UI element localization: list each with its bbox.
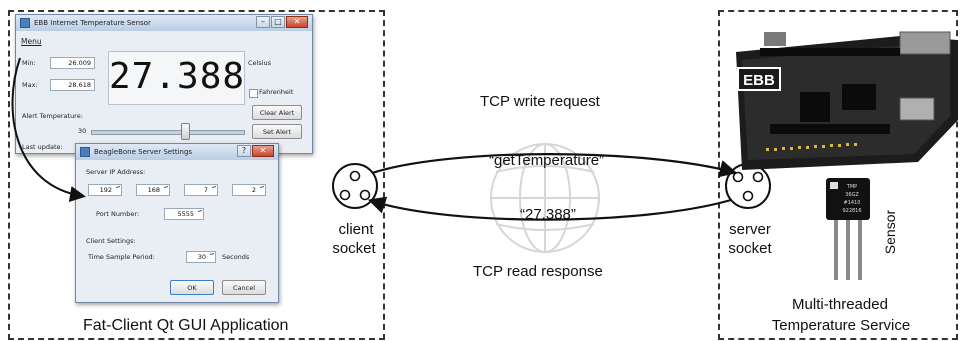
fahrenheit-checkbox[interactable] xyxy=(249,89,258,98)
ok-button[interactable]: OK xyxy=(170,280,214,295)
cancel-button[interactable]: Cancel xyxy=(222,280,266,295)
sensor-chip-line-3: #1410 xyxy=(844,200,861,206)
help-icon[interactable]: ? xyxy=(237,145,251,157)
main-window-titlebar[interactable]: EBB Internet Temperature Sensor – □ ✕ xyxy=(16,15,312,31)
units-label: Celsius xyxy=(248,59,272,67)
server-ip-label: Server IP Address: xyxy=(86,168,146,176)
client-settings-label: Client Settings: xyxy=(86,237,136,245)
fahrenheit-label: Fahrenheit xyxy=(259,88,294,96)
app-icon xyxy=(20,18,30,28)
alert-temperature-label: Alert Temperature: xyxy=(22,112,83,120)
clear-alert-button[interactable]: Clear Alert xyxy=(252,105,302,120)
sensor-chip-line-1: TMP xyxy=(846,184,857,190)
ip-octet-4[interactable]: 2 xyxy=(232,184,266,196)
board-label: EBB xyxy=(743,72,775,89)
request-arrow xyxy=(371,153,738,178)
minimize-icon[interactable]: – xyxy=(256,16,270,28)
response-arrow xyxy=(367,196,732,221)
right-caption-line1: Multi-threaded xyxy=(792,296,888,313)
menu-item[interactable]: Menu xyxy=(21,37,42,46)
client-socket-icon xyxy=(332,163,378,209)
menu-to-dialog-arrow xyxy=(11,57,86,202)
close-icon[interactable]: ✕ xyxy=(286,16,308,28)
client-socket-label-line2: socket xyxy=(332,240,376,257)
request-message-label: “getTemperature” xyxy=(489,152,605,169)
last-update-label: Last update: xyxy=(22,143,63,151)
main-window: EBB Internet Temperature Sensor – □ ✕ Me… xyxy=(15,14,313,154)
temperature-reading: 27.388 xyxy=(109,56,246,97)
min-value-field: 26.009 xyxy=(50,57,95,69)
port-field[interactable]: 5555 xyxy=(164,208,204,220)
sensor-chip-line-2: 36GZ xyxy=(845,192,859,198)
max-label: Max: xyxy=(22,81,38,89)
alert-slider-track[interactable] xyxy=(91,130,245,135)
lcd-display: 27.388 xyxy=(108,51,245,105)
settings-dialog-title: BeagleBone Server Settings xyxy=(94,148,193,156)
tcp-read-label: TCP read response xyxy=(473,263,603,280)
server-socket-label-line1: server xyxy=(729,221,771,238)
right-caption-line2: Temperature Service xyxy=(771,317,911,334)
sample-period-label: Time Sample Period: xyxy=(88,253,155,261)
alert-temperature-value: 30 xyxy=(78,127,87,135)
set-alert-button[interactable]: Set Alert xyxy=(252,124,302,139)
max-value-field: 28.618 xyxy=(50,79,95,91)
temperature-sensor-image: TMP 36GZ #1410 922816 xyxy=(826,178,870,280)
main-window-title: EBB Internet Temperature Sensor xyxy=(34,19,151,27)
sensor-label: Sensor xyxy=(882,209,898,254)
alert-slider-handle[interactable] xyxy=(181,123,191,140)
settings-dialog-titlebar[interactable]: BeagleBone Server Settings ? ✕ xyxy=(76,144,278,160)
server-socket-icon xyxy=(725,163,771,209)
dialog-app-icon xyxy=(80,147,90,157)
response-message-label: “27.388” xyxy=(520,206,576,223)
maximize-icon[interactable]: □ xyxy=(271,16,285,28)
settings-dialog: BeagleBone Server Settings ? ✕ Server IP… xyxy=(75,143,279,303)
sample-period-field[interactable]: 30 xyxy=(186,251,216,263)
min-label: Min: xyxy=(22,59,36,67)
port-label: Port Number: xyxy=(96,210,140,218)
server-socket-label-line2: socket xyxy=(728,240,772,257)
ip-octet-3[interactable]: 7 xyxy=(184,184,218,196)
sensor-chip-line-4: 922816 xyxy=(842,208,861,214)
ip-octet-1[interactable]: 192 xyxy=(88,184,122,196)
tcp-write-label: TCP write request xyxy=(480,93,600,110)
dialog-close-icon[interactable]: ✕ xyxy=(252,145,274,157)
globe-icon xyxy=(490,143,600,253)
beaglebone-board-image: EBB xyxy=(736,31,958,170)
left-caption: Fat-Client Qt GUI Application xyxy=(83,317,289,334)
seconds-label: Seconds xyxy=(222,253,250,261)
ip-octet-2[interactable]: 168 xyxy=(136,184,170,196)
client-boundary-box xyxy=(8,10,385,340)
client-socket-label-line1: client xyxy=(338,221,374,238)
